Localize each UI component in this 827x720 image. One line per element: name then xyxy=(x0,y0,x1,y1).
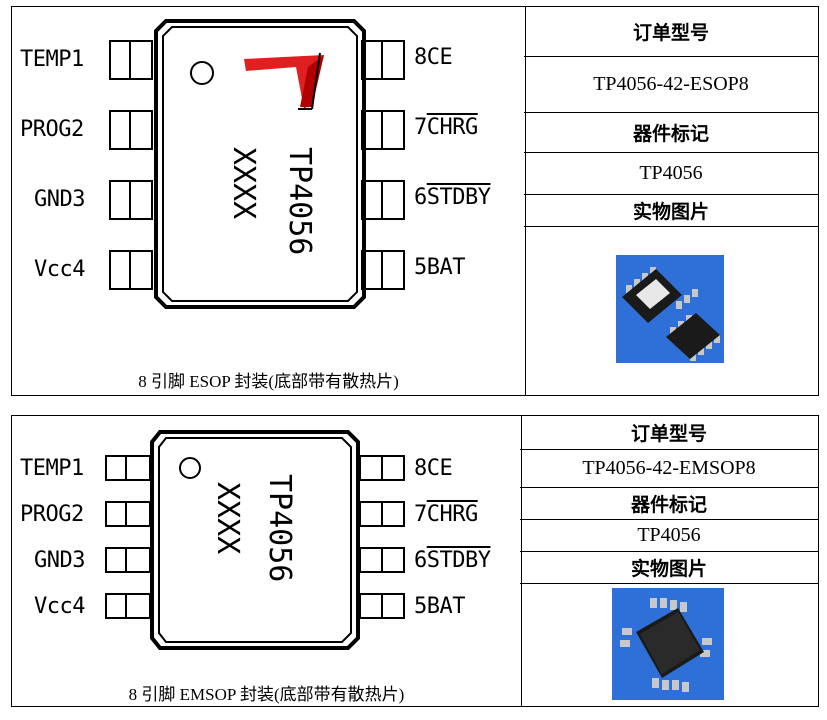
photo-cell xyxy=(524,227,818,397)
chip-marking-line2: XXXX xyxy=(226,147,261,219)
brand-logo-icon xyxy=(244,52,324,110)
order-model-header: 订单型号 xyxy=(524,7,818,57)
chip-body xyxy=(154,19,366,309)
order-model-header: 订单型号 xyxy=(520,416,818,450)
order-model-value: TP4056-42-EMSOP8 xyxy=(520,450,818,488)
pin-label-chrg: 7CHRG xyxy=(414,115,478,140)
esop8-info-column: 订单型号 TP4056-42-ESOP8 器件标记 TP4056 实物图片 xyxy=(524,7,818,395)
package-caption: 8 引脚 ESOP 封装(底部带有散热片) xyxy=(138,372,399,391)
esop8-package-table: TP4056 XXXX TEMP1 PROG2 GND3 Vcc4 8CE 7C… xyxy=(11,6,819,396)
pin-label-temp: TEMP1 xyxy=(20,47,84,72)
pin-label-prog: PROG2 xyxy=(20,117,84,142)
esop8-product-photo xyxy=(616,255,724,363)
emsop8-chip-drawing: TP4056 XXXX xyxy=(105,430,405,650)
emsop8-info-column: 订单型号 TP4056-42-EMSOP8 器件标记 TP4056 实物图片 xyxy=(520,416,818,706)
left-pin-boxes xyxy=(105,455,151,619)
pin-label-temp: TEMP1 xyxy=(20,456,84,481)
chip-marking-line1: TP4056 xyxy=(262,474,297,582)
pin-label-vcc: Vcc4 xyxy=(34,257,85,282)
pin-label-bat: 5BAT xyxy=(414,255,466,280)
chip-body xyxy=(150,430,360,650)
photo-cell xyxy=(520,584,818,708)
emsop8-pinout-diagram: TP4056 XXXX TEMP1 PROG2 GND3 Vcc4 8CE 7C… xyxy=(12,416,522,706)
chip-marking-line2: XXXX xyxy=(210,482,245,554)
pin-label-ce: 8CE xyxy=(414,45,453,70)
pin-label-gnd: GND3 xyxy=(34,548,85,573)
order-model-value: TP4056-42-ESOP8 xyxy=(524,57,818,113)
pin-label-stdby: 6STDBY xyxy=(414,185,491,210)
photo-header: 实物图片 xyxy=(524,195,818,227)
pin-label-gnd: GND3 xyxy=(34,187,85,212)
device-marking-header: 器件标记 xyxy=(520,488,818,520)
photo-header: 实物图片 xyxy=(520,552,818,584)
pin-label-stdby: 6STDBY xyxy=(414,548,491,573)
pin-label-chrg: 7CHRG xyxy=(414,502,478,527)
device-marking-header: 器件标记 xyxy=(524,113,818,153)
right-pin-boxes xyxy=(361,40,405,290)
pin1-dot xyxy=(179,457,201,479)
esop8-pinout-diagram: TP4056 XXXX TEMP1 PROG2 GND3 Vcc4 8CE 7C… xyxy=(12,7,526,395)
emsop8-package-table: TP4056 XXXX TEMP1 PROG2 GND3 Vcc4 8CE 7C… xyxy=(11,415,819,707)
pin-label-bat: 5BAT xyxy=(414,594,466,619)
esop8-chip-drawing: TP4056 XXXX xyxy=(109,19,405,309)
pin-label-ce: 8CE xyxy=(414,456,453,481)
pin-label-prog: PROG2 xyxy=(20,502,84,527)
right-pin-boxes xyxy=(359,455,405,619)
left-pin-boxes xyxy=(109,40,153,290)
chip-marking-line1: TP4056 xyxy=(282,147,317,255)
pin1-dot xyxy=(190,61,214,85)
pin-label-vcc: Vcc4 xyxy=(34,594,85,619)
package-caption: 8 引脚 EMSOP 封装(底部带有散热片) xyxy=(128,685,405,704)
device-marking-value: TP4056 xyxy=(520,520,818,552)
emsop8-product-photo xyxy=(612,588,724,700)
device-marking-value: TP4056 xyxy=(524,153,818,195)
